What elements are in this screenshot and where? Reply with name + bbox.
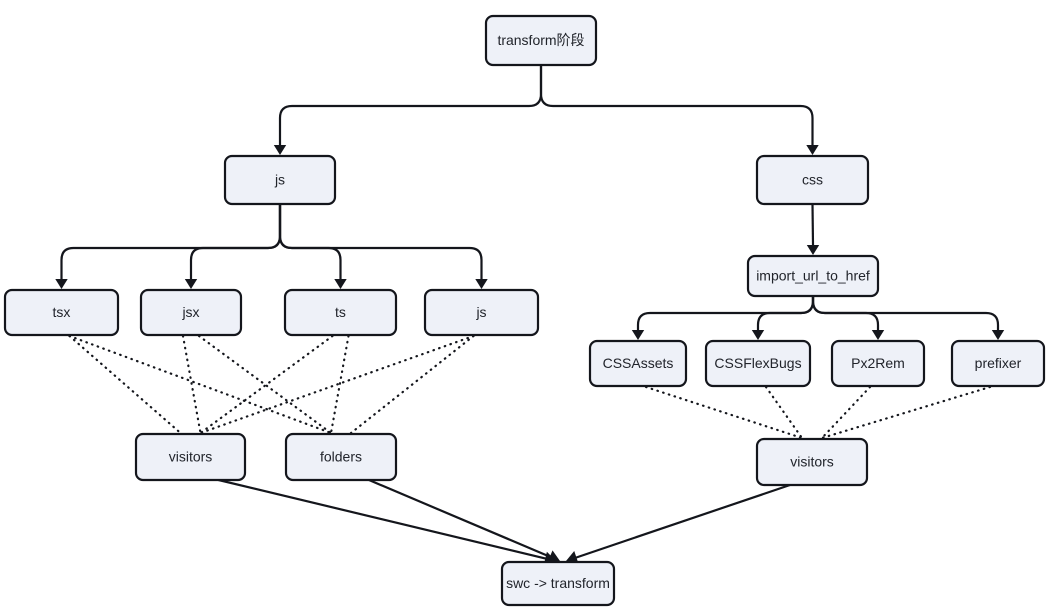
edge-prefixer-to-visitors_r — [820, 385, 992, 440]
edge-js_top-to-jsx — [184, 204, 282, 289]
node-js_top[interactable]: js — [223, 154, 337, 206]
node-prefixer[interactable]: prefixer — [950, 339, 1046, 388]
node-px2rem[interactable]: Px2Rem — [830, 339, 926, 388]
edge-tsx-to-visitors_l — [68, 334, 182, 435]
edge-tsx-to-folders — [68, 334, 333, 435]
node-import_url[interactable]: import_url_to_href — [746, 254, 880, 298]
node-jsx[interactable]: jsx — [139, 288, 243, 337]
edge-import_url-to-prefixer — [811, 296, 1005, 340]
edge-js_leaf-to-visitors_l — [199, 334, 475, 435]
edge-visitors_r-to-swc — [566, 483, 791, 564]
edge-import_url-to-cssassets — [631, 296, 815, 340]
node-js_leaf[interactable]: js — [423, 288, 540, 337]
edge-transform-to-js_top — [273, 65, 543, 155]
edge-import_url-to-px2rem — [811, 296, 885, 340]
node-css_top[interactable]: css — [755, 154, 870, 206]
node-folders[interactable]: folders — [284, 432, 398, 482]
edge-css_top-to-import_url — [806, 203, 820, 255]
edge-ts-to-visitors_l — [199, 334, 334, 435]
edge-transform-to-css_top — [539, 65, 819, 155]
node-ts[interactable]: ts — [283, 288, 398, 337]
edge-js_leaf-to-folders — [349, 334, 475, 435]
node-visitors_r[interactable]: visitors — [755, 437, 869, 487]
node-visitors_l[interactable]: visitors — [134, 432, 247, 482]
edge-px2rem-to-visitors_r — [820, 385, 872, 440]
edge-js_top-to-tsx — [55, 204, 282, 289]
node-tsx[interactable]: tsx — [3, 288, 120, 337]
node-transform[interactable]: transform阶段 — [484, 14, 598, 67]
edge-layer — [55, 65, 1005, 566]
edge-import_url-to-cssflex — [751, 296, 815, 340]
edge-js_top-to-js_leaf — [278, 204, 488, 289]
edge-visitors_l-to-swc — [218, 478, 556, 566]
edge-cssflex-to-visitors_r — [764, 385, 804, 440]
node-cssflex[interactable]: CSSFlexBugs — [704, 339, 812, 388]
edge-ts-to-folders — [329, 334, 350, 435]
node-swc[interactable]: swc -> transform — [500, 560, 616, 607]
edge-cssassets-to-visitors_r — [644, 385, 804, 440]
node-cssassets[interactable]: CSSAssets — [588, 339, 688, 388]
edge-js_top-to-ts — [278, 204, 347, 289]
edge-jsx-to-folders — [197, 334, 333, 435]
edge-jsx-to-visitors_l — [181, 334, 202, 435]
edge-folders-to-swc — [368, 478, 560, 563]
